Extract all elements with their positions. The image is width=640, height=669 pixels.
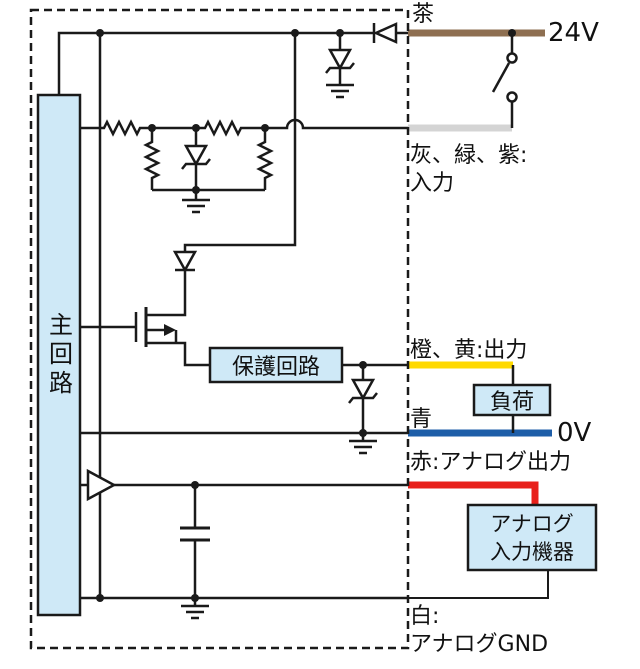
top-power-rail <box>57 31 408 598</box>
wire-white-analog-gnd <box>408 570 549 599</box>
label-brown-wire: 茶 <box>412 2 435 27</box>
output-feed-branch <box>183 33 297 252</box>
power-switch <box>491 36 518 128</box>
input-clamp-network <box>143 128 274 214</box>
label-blue-wire: 青 <box>410 407 433 432</box>
op-amp-buffer-icon <box>80 468 408 502</box>
output-clamp-zener <box>348 365 378 455</box>
analog-device-label: アナログ 入力機器 <box>468 505 596 570</box>
protection-circuit-box <box>208 346 408 384</box>
analog-device-label-line2: 入力機器 <box>490 539 574 564</box>
label-24v: 24V <box>548 18 599 48</box>
external-wires <box>408 29 552 505</box>
label-input-wire-colors: 灰、緑、紫: <box>410 143 528 168</box>
input-line <box>80 118 408 137</box>
load-box <box>472 365 552 433</box>
label-white-wire: 白: <box>410 604 440 629</box>
analog-device-box <box>466 503 598 572</box>
load-label: 負荷 <box>489 390 534 415</box>
label-analog-output-wire: 赤:アナログ出力 <box>410 450 571 475</box>
wire-red-analog-output <box>408 481 539 505</box>
main-circuit-label: 主回路 <box>44 311 73 399</box>
label-output-wire: 橙、黄:出力 <box>410 338 528 363</box>
label-0v: 0V <box>557 418 592 448</box>
bottom-gnd-rail <box>80 596 408 620</box>
series-diode-icon <box>146 250 198 317</box>
analog-device-label-line1: アナログ <box>490 511 574 536</box>
junction-dots <box>96 29 516 602</box>
surge-zener-with-ground <box>325 33 355 99</box>
filter-capacitor <box>180 485 210 598</box>
enclosure-dashed-border <box>29 8 410 650</box>
output-mosfet <box>80 307 210 367</box>
label-input: 入力 <box>410 171 455 196</box>
label-analog-gnd: アナログGND <box>410 632 549 657</box>
reverse-protection-diode-icon <box>372 22 398 44</box>
protection-circuit-label: 保護回路 <box>231 355 320 380</box>
